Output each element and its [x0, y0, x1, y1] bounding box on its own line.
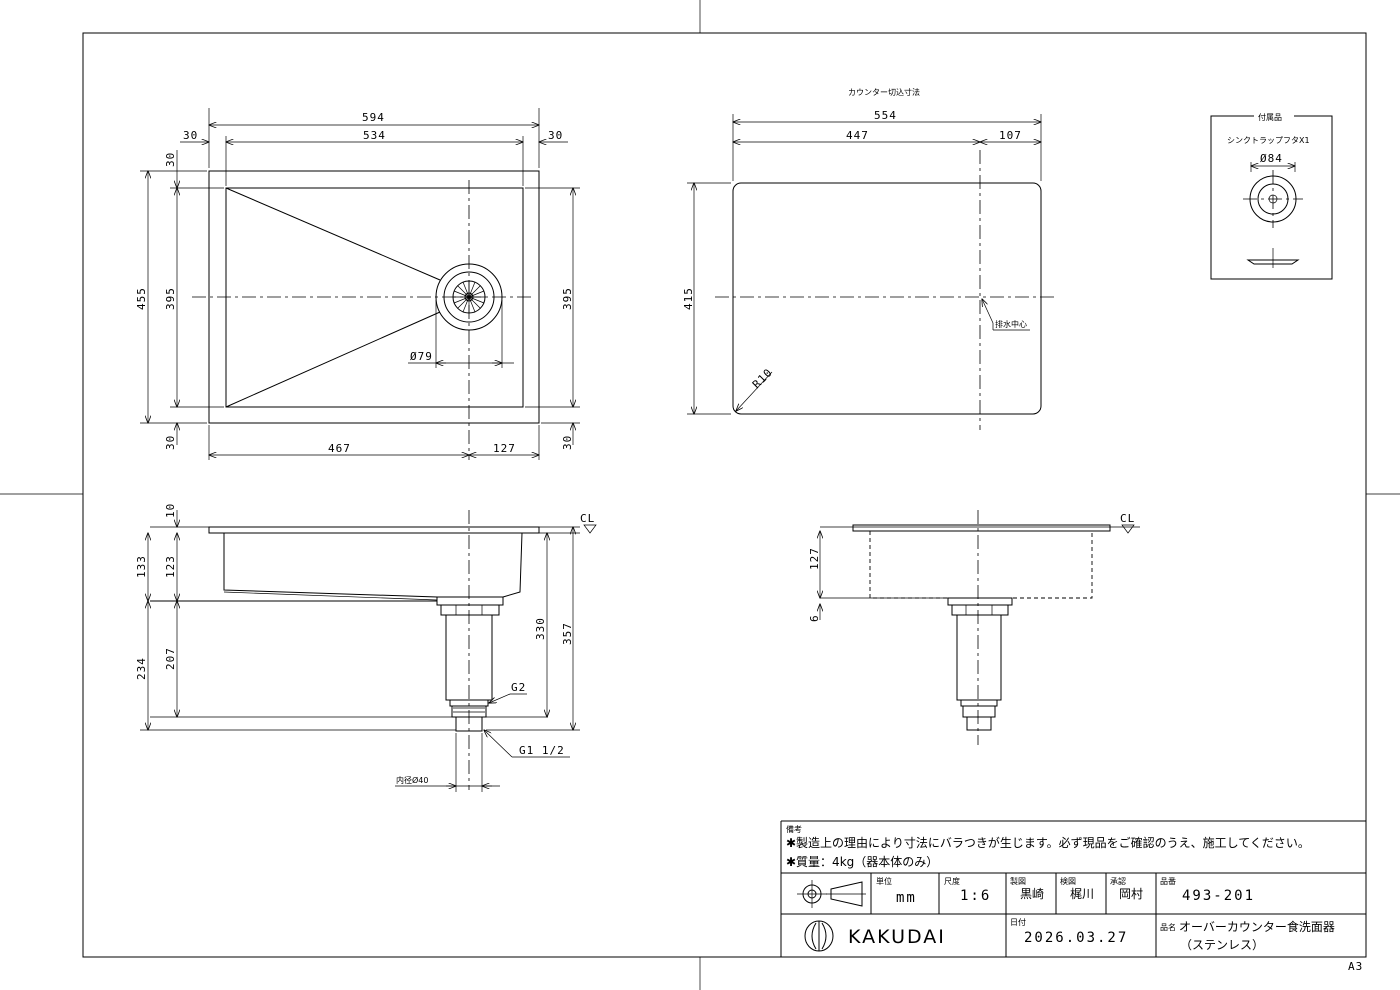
unit-value: mm [896, 890, 917, 906]
dim-inner-depth-left: 395 [164, 287, 177, 310]
cutout-title: カウンター切込寸法 [848, 87, 920, 97]
top-view: 594 534 30 30 455 395 30 30 395 30 467 [135, 108, 580, 460]
dim-drain-offset-left: 467 [328, 442, 351, 455]
dim-overall-height: 357 [561, 622, 574, 645]
note-2: ✱質量：4kg（器本体のみ） [786, 854, 938, 869]
dim-flange-left: 30 [183, 129, 198, 142]
drawn-value: 黒崎 [1020, 887, 1044, 901]
trap-assembly-right [947, 597, 1013, 731]
side-section-right: CL 127 6 [808, 510, 1140, 745]
cutout-view: カウンター切込寸法 554 447 107 415 R10 排水中心 [682, 87, 1058, 430]
dim-below-inner: 207 [164, 647, 177, 670]
dim-inner-dia: 内径Ø40 [396, 775, 428, 785]
dim-bowl-inner: 123 [164, 555, 177, 578]
name-value-2: （ステンレス） [1180, 938, 1264, 952]
dim-accessory-dia: Ø84 [1260, 152, 1283, 165]
dim-drain-offset-right: 127 [493, 442, 516, 455]
unit-label: 単位 [876, 876, 892, 886]
bowl-outline [225, 187, 524, 408]
dim-below-total: 234 [135, 657, 148, 680]
name-value-1: オーバーカウンター食洗面器 [1179, 919, 1335, 934]
date-value: 2026.03.27 [1024, 930, 1128, 946]
note-1: ✱製造上の理由により寸法にバラつきが生じます。必ず現品をご確認のうえ、施工してく… [786, 835, 1310, 850]
thread-g112: G1 1/2 [519, 744, 565, 757]
name-label: 品名 [1160, 922, 1176, 932]
date-label: 日付 [1010, 917, 1026, 927]
dim-inner-width: 534 [363, 129, 386, 142]
dim-right-bowl: 127 [808, 547, 821, 570]
sink-outline [208, 170, 540, 424]
drawn-label: 製図 [1010, 876, 1026, 886]
dim-cutout-drain-right: 107 [999, 129, 1022, 142]
cutout-outline [732, 182, 1042, 415]
kakudai-logo-icon [804, 920, 834, 952]
accessory-box: 付属品 シンクトラップフタX1 Ø84 [1210, 111, 1333, 280]
approved-label: 承認 [1110, 876, 1126, 886]
accessory-name: シンクトラップフタX1 [1227, 136, 1310, 145]
dim-flange-bottom: 30 [164, 435, 177, 450]
scale-value: 1:6 [960, 888, 991, 904]
accessory-title: 付属品 [1258, 112, 1282, 122]
cl-label-right: CL [1120, 512, 1135, 525]
dim-cutout-radius: R10 [750, 366, 775, 391]
dim-cutout-width: 554 [874, 109, 897, 122]
dim-cutout-depth: 415 [682, 287, 695, 310]
part-no-label: 品番 [1160, 876, 1176, 886]
cl-label-left: CL [580, 512, 595, 525]
sheet-size: A3 [1348, 960, 1363, 973]
dim-drain-dia: Ø79 [410, 350, 433, 363]
checked-value: 梶川 [1070, 887, 1094, 901]
scale-label: 尺度 [944, 876, 960, 886]
dim-flange-bottom-right: 30 [561, 435, 574, 450]
dim-flange-right: 30 [548, 129, 563, 142]
title-block: 備考 ✱製造上の理由により寸法にバラつきが生じます。必ず現品をご確認のうえ、施工… [780, 820, 1366, 957]
part-no-value: 493-201 [1182, 888, 1255, 904]
dim-bowl-total: 133 [135, 555, 148, 578]
dim-trap-height: 330 [534, 617, 547, 640]
dim-overall-depth: 455 [135, 287, 148, 310]
thread-g2: G2 [511, 681, 526, 694]
dim-right-gap: 6 [808, 614, 821, 622]
dim-inner-depth-right: 395 [561, 287, 574, 310]
dim-cutout-drain-left: 447 [846, 129, 869, 142]
dim-flange-thk: 10 [164, 503, 177, 518]
notes-heading: 備考 [786, 824, 802, 834]
trap-assembly [436, 596, 504, 732]
dim-flange-top: 30 [164, 152, 177, 167]
kakudai-logo-text: KAKUDAI [848, 926, 946, 948]
projection-symbol-icon [797, 880, 866, 908]
sheet-border [82, 32, 1367, 958]
dim-overall-width: 594 [362, 111, 385, 124]
drain-icon [435, 263, 503, 331]
side-section-left: CL 133 234 10 123 207 330 357 G2 G1 1/2 [135, 503, 597, 792]
approved-value: 岡村 [1119, 887, 1143, 901]
checked-label: 検図 [1060, 876, 1076, 886]
drain-center-label: 排水中心 [995, 319, 1027, 329]
